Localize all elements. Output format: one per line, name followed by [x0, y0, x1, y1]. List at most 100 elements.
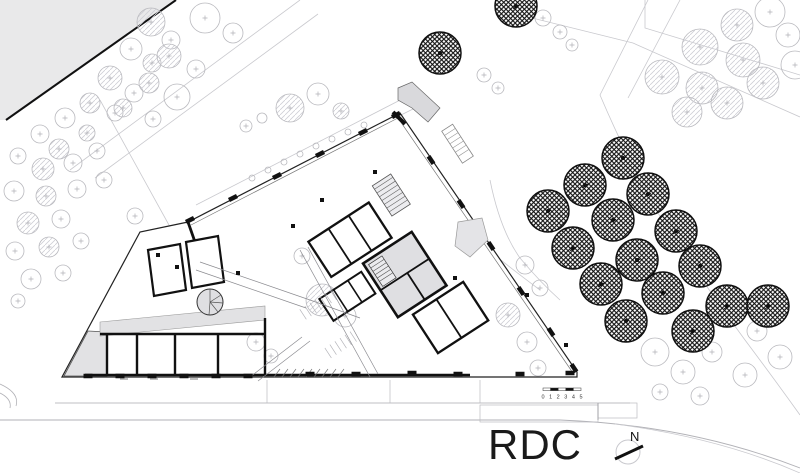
light-tree: [565, 38, 579, 52]
light-tree: [670, 359, 696, 385]
light-tree: [124, 83, 144, 103]
light-tree: [746, 66, 780, 100]
light-tree: [31, 157, 55, 181]
column: [184, 215, 196, 225]
column: [456, 199, 466, 209]
scale-label: 2: [557, 395, 560, 401]
facade-columns-south: [83, 370, 575, 379]
column: [227, 193, 239, 203]
column: [305, 371, 315, 377]
dark-tree: [671, 309, 715, 353]
light-tree: [644, 59, 680, 95]
light-tree: [306, 82, 330, 106]
light-trees: [3, 0, 800, 406]
dark-tree: [579, 262, 623, 306]
light-tree: [312, 142, 320, 150]
column: [564, 343, 568, 347]
light-tree: [20, 268, 42, 290]
column: [486, 241, 496, 251]
light-tree: [690, 386, 710, 406]
light-tree: [78, 124, 96, 142]
light-tree: [38, 236, 60, 258]
column: [291, 224, 295, 228]
dark-tree: [601, 136, 645, 180]
scale-label: 4: [572, 395, 575, 401]
dark-tree: [604, 299, 648, 343]
light-tree: [710, 86, 744, 120]
column: [516, 286, 526, 296]
column: [83, 373, 93, 379]
column: [175, 265, 179, 269]
light-tree: [344, 128, 352, 136]
light-tree: [491, 81, 505, 95]
east-terrace: [454, 217, 489, 258]
light-tree: [54, 107, 76, 129]
light-tree: [360, 121, 368, 129]
light-tree: [189, 2, 221, 34]
light-tree: [10, 293, 26, 309]
dark-tree: [494, 0, 538, 28]
column: [565, 370, 575, 376]
light-tree: [476, 67, 492, 83]
exterior-stair: [371, 173, 411, 217]
column: [243, 373, 253, 379]
light-tree: [248, 174, 256, 182]
dark-tree: [563, 163, 607, 207]
light-tree: [328, 135, 336, 143]
light-tree: [685, 71, 719, 105]
spiral-stair: [196, 288, 224, 316]
light-tree: [126, 207, 144, 225]
apex-canopy-wall: [397, 81, 441, 123]
interior-columns: [156, 170, 568, 347]
facade-inner-line: [190, 117, 574, 374]
light-tree: [119, 37, 143, 61]
upper-rooms: [306, 200, 394, 279]
light-tree: [780, 50, 800, 80]
light-tree: [531, 279, 549, 297]
column: [320, 198, 324, 202]
column: [453, 276, 457, 280]
light-tree: [163, 83, 191, 111]
light-tree: [264, 166, 272, 174]
column: [453, 371, 463, 377]
column: [515, 371, 525, 377]
light-tree: [144, 110, 162, 128]
light-tree: [296, 150, 304, 158]
dark-tree: [678, 244, 722, 288]
column: [156, 253, 160, 257]
north-label: N: [630, 429, 639, 444]
column: [373, 170, 377, 174]
light-tree: [775, 22, 800, 48]
light-tree: [48, 138, 70, 160]
central-core: [299, 123, 490, 359]
dark-tree: [615, 238, 659, 282]
building: [60, 81, 579, 382]
dark-tree: [705, 284, 749, 328]
garden-stair: [441, 123, 474, 164]
light-tree: [534, 9, 552, 27]
light-tree: [138, 72, 160, 94]
light-tree: [156, 43, 182, 69]
light-tree: [16, 211, 40, 235]
scale-label: 0: [541, 395, 544, 401]
light-tree: [88, 142, 106, 160]
light-tree: [9, 147, 27, 165]
light-tree: [51, 209, 71, 229]
light-tree: [332, 102, 350, 120]
column: [179, 373, 189, 379]
light-tree: [275, 93, 305, 123]
scale-label: 1: [549, 395, 552, 401]
dark-tree: [551, 226, 595, 270]
column: [426, 155, 436, 165]
angled-room: [184, 234, 226, 290]
core-stair: [368, 255, 397, 287]
light-tree: [516, 331, 538, 353]
column: [211, 373, 221, 379]
light-tree: [495, 302, 521, 328]
light-tree: [5, 241, 25, 261]
light-tree: [732, 362, 758, 388]
drawing-title: RDC: [488, 421, 582, 468]
column: [115, 373, 125, 379]
